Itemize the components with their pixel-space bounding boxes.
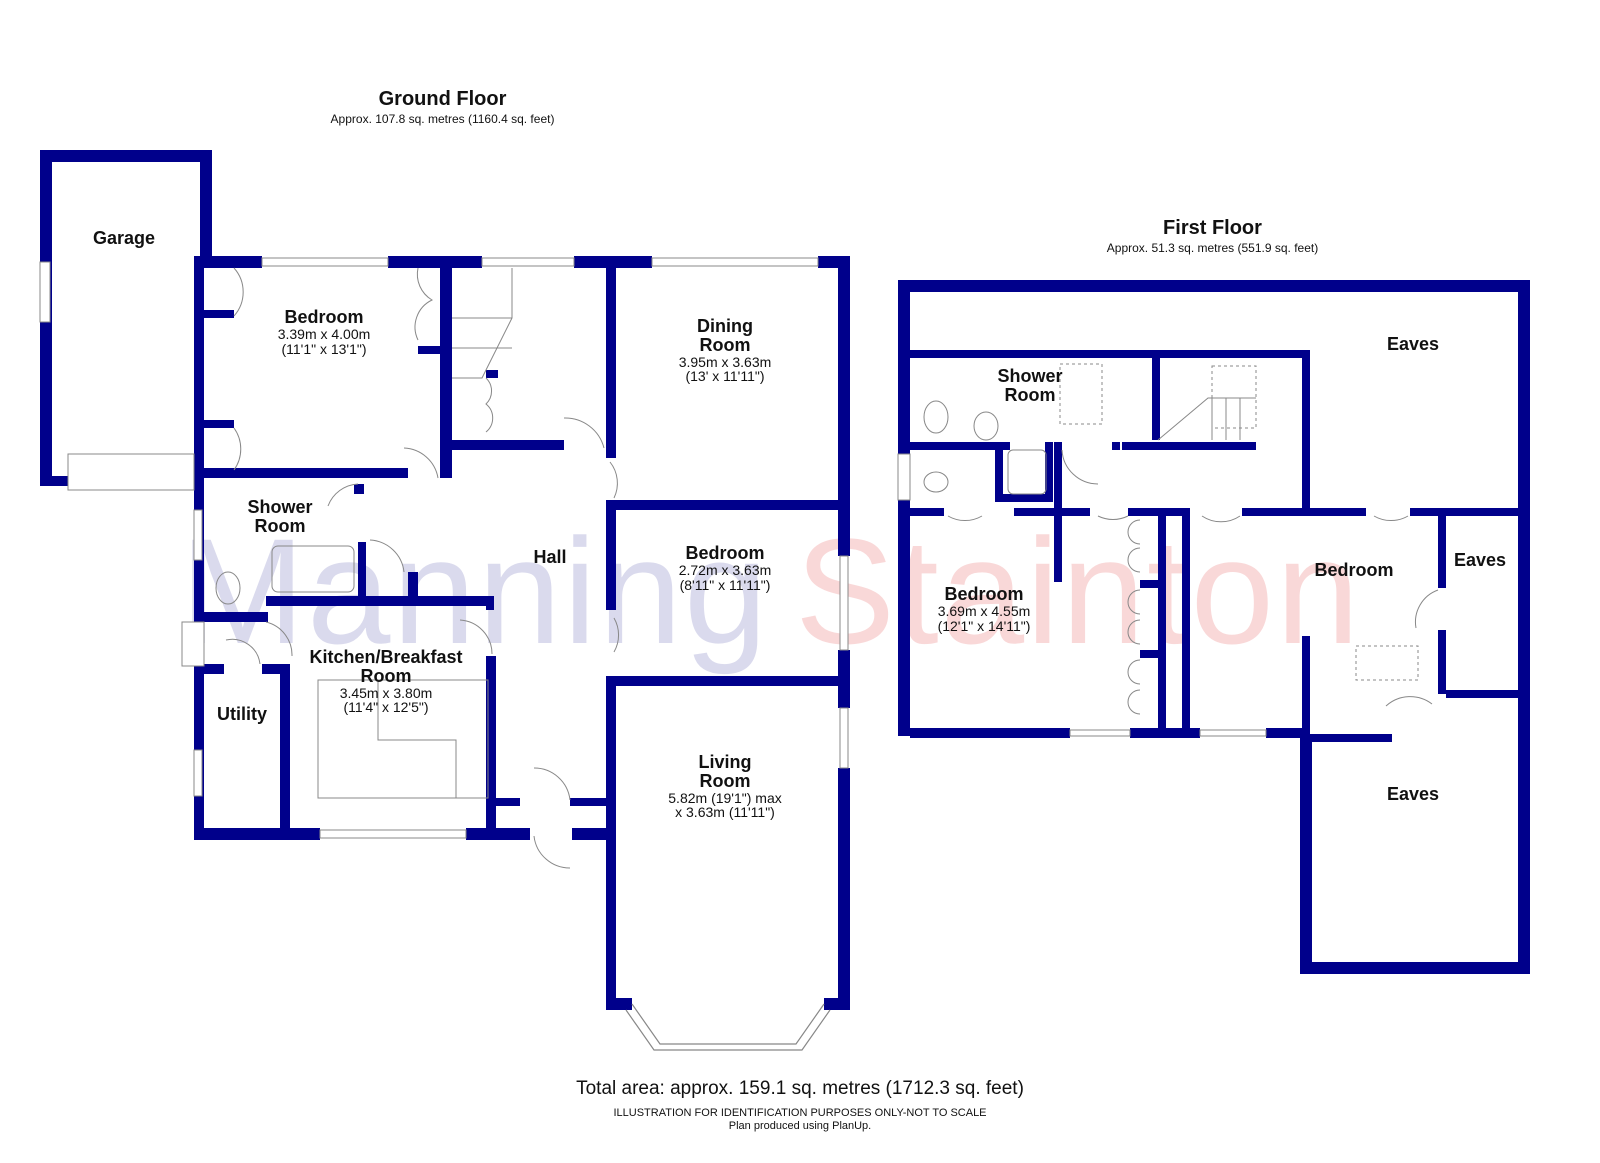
room-label-eaves-bottom: Eaves	[1386, 784, 1440, 804]
first-floor-walls	[898, 280, 1530, 974]
room-label-shower-room-first: Shower Room	[997, 366, 1063, 405]
ground-floor-walls	[40, 150, 850, 1010]
first-floor-heading: First Floor Approx. 51.3 sq. metres (551…	[1065, 217, 1360, 255]
first-floor-area: Approx. 51.3 sq. metres (551.9 sq. feet)	[1106, 241, 1319, 255]
room-label-eaves-right: Eaves	[1453, 550, 1507, 570]
room-label-dining-room: Dining Room 3.95m x 3.63m (13' x 11'11")	[678, 316, 772, 385]
ground-floor-area: Approx. 107.8 sq. metres (1160.4 sq. fee…	[330, 112, 555, 126]
room-label-bedroom-3: Bedroom 3.69m x 4.55m (12'1" x 14'11")	[937, 584, 1031, 634]
watermark-manning: Manning	[180, 507, 770, 675]
watermark-stainton: Stainton	[795, 507, 1362, 675]
windows	[39, 257, 1267, 839]
room-label-bedroom-2: Bedroom 2.72m x 3.63m (8'11" x 11'11")	[678, 543, 772, 593]
room-label-shower-room-ground: Shower Room	[247, 497, 313, 536]
disclaimer-block: ILLUSTRATION FOR IDENTIFICATION PURPOSES…	[0, 1107, 1600, 1133]
ground-floor-heading: Ground Floor Approx. 107.8 sq. metres (1…	[290, 88, 595, 126]
room-label-kitchen-breakfast-room: Kitchen/Breakfast Room 3.45m x 3.80m (11…	[309, 647, 463, 716]
room-label-eaves-top: Eaves	[1386, 334, 1440, 354]
room-label-bedroom-4: Bedroom	[1314, 560, 1394, 580]
room-label-living-room: Living Room 5.82m (19'1") max x 3.63m (1…	[668, 752, 782, 821]
disclaimer-text: ILLUSTRATION FOR IDENTIFICATION PURPOSES…	[613, 1107, 987, 1119]
total-area: Total area: approx. 159.1 sq. metres (17…	[576, 1078, 1024, 1099]
doors-and-fixtures	[215, 267, 1439, 869]
room-label-bedroom-1: Bedroom 3.39m x 4.00m (11'1" x 13'1")	[277, 307, 371, 357]
room-label-garage: Garage	[92, 228, 156, 248]
ground-floor-title: Ground Floor	[378, 88, 507, 110]
room-label-hall: Hall	[533, 547, 567, 567]
planup-credit: Plan produced using PlanUp.	[728, 1120, 872, 1133]
room-label-utility: Utility	[216, 704, 268, 724]
first-floor-title: First Floor	[1163, 217, 1262, 239]
bay-window	[625, 1003, 831, 1051]
